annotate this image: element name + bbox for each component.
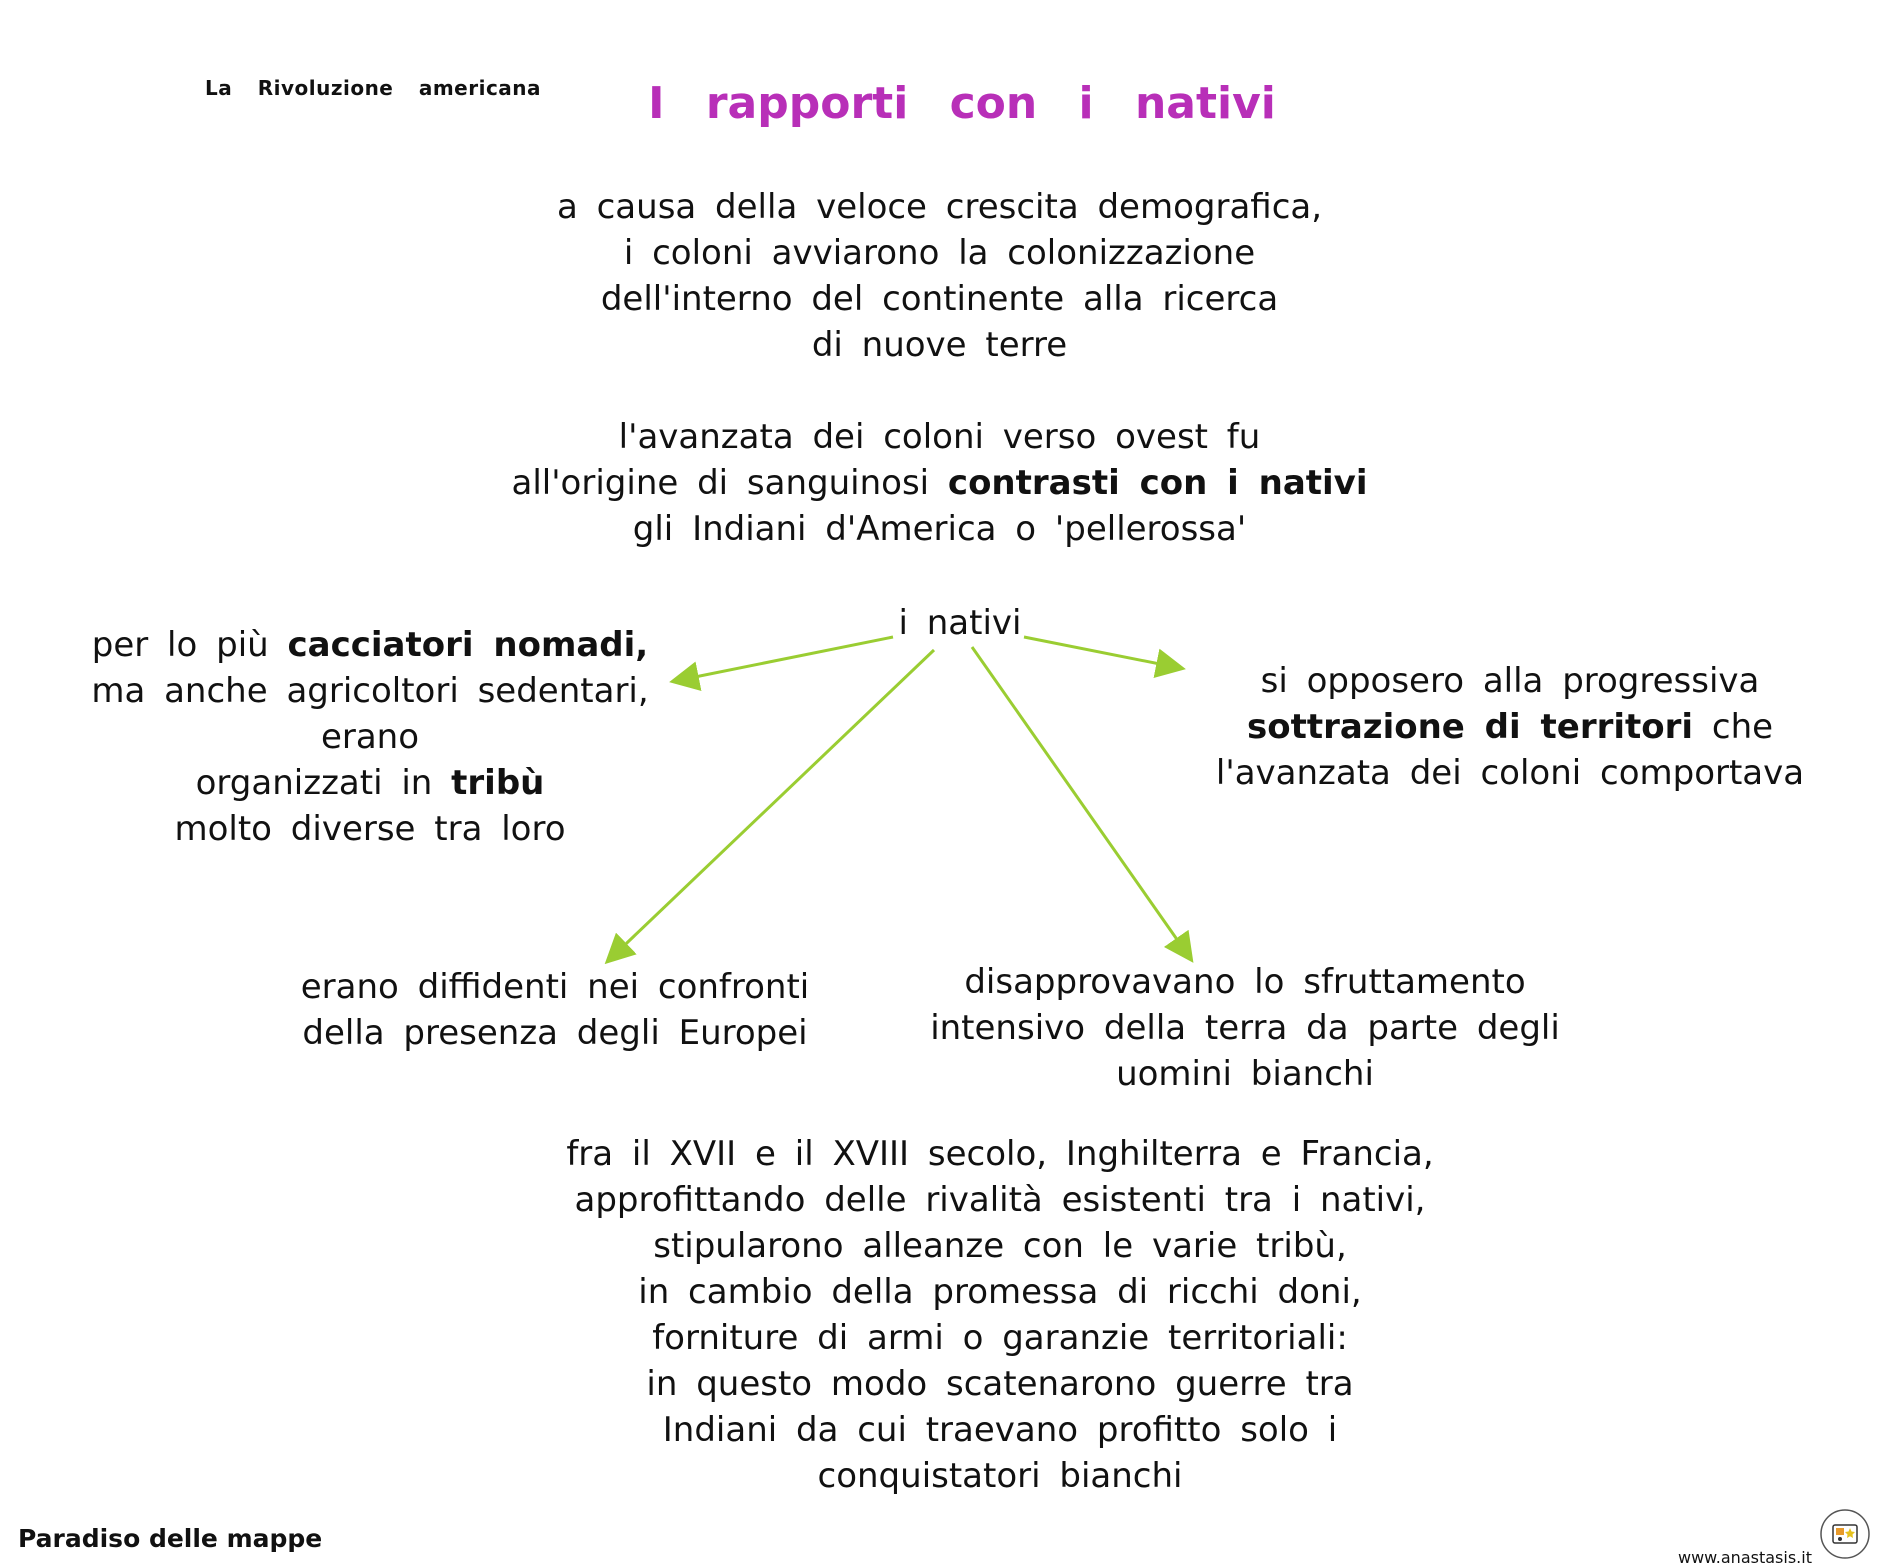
node-line: sottrazione di territori che	[1170, 704, 1850, 750]
node-line: della presenza degli Europei	[302, 1013, 808, 1053]
conflict-text: l'avanzata dei coloni verso ovest fu all…	[0, 414, 1879, 552]
node-line: erano	[320, 717, 420, 757]
alliances-line: approfittando delle rivalità esistenti t…	[574, 1180, 1426, 1220]
intro-line: dell'interno del continente alla ricerca	[600, 279, 1279, 319]
node-text: per lo più	[91, 625, 288, 665]
intro-line: a causa della veloce crescita demografic…	[556, 187, 1323, 227]
node-disapproved-exploitation: disapprovavano lo sfruttamento intensivo…	[905, 959, 1585, 1097]
node-emphasis: sottrazione di territori	[1246, 707, 1694, 747]
conflict-emphasis: contrasti con i nativi	[947, 463, 1368, 503]
footer-brand: Paradiso delle mappe	[18, 1524, 323, 1553]
footer-website: www.anastasis.it	[1678, 1548, 1812, 1567]
node-hunters-nomads: per lo più cacciatori nomadi, ma anche a…	[40, 622, 700, 852]
arrow-to-left-node	[669, 635, 894, 691]
arrow-to-right-node	[1023, 635, 1186, 679]
subject-label: La Rivoluzione americana	[205, 76, 542, 100]
arrow-to-bottom-left-node	[604, 648, 936, 965]
arrow-to-bottom-right-node	[970, 646, 1194, 963]
intro-line: di nuove terre	[811, 325, 1068, 365]
alliances-line: forniture di armi o garanzie territorial…	[652, 1318, 1348, 1358]
alliances-line: fra il XVII e il XVIII secolo, Inghilter…	[566, 1134, 1434, 1174]
page-title: I rapporti con i nativi	[648, 78, 1276, 129]
node-line: uomini bianchi	[1116, 1054, 1374, 1094]
conflict-plain: all'origine di sanguinosi	[511, 463, 948, 503]
node-emphasis: cacciatori nomadi,	[287, 625, 649, 665]
supermappe-badge-icon	[1820, 1509, 1870, 1559]
alliances-line: in questo modo scatenarono guerre tra	[646, 1364, 1354, 1404]
alliances-line: conquistatori bianchi	[817, 1456, 1183, 1496]
conflict-line: l'avanzata dei coloni verso ovest fu	[618, 417, 1261, 457]
conflict-line: gli Indiani d'America o 'pellerossa'	[632, 509, 1247, 549]
node-opposed-land-loss: si opposero alla progressiva sottrazione…	[1170, 658, 1850, 796]
node-line: si opposero alla progressiva	[1260, 661, 1760, 701]
node-line: per lo più cacciatori nomadi,	[40, 622, 700, 668]
node-emphasis: tribù	[451, 763, 545, 803]
node-line: intensivo della terra da parte degli	[930, 1008, 1560, 1048]
node-line: ma anche agricoltori sedentari,	[91, 671, 649, 711]
node-line: erano diffidenti nei confronti	[300, 967, 810, 1007]
intro-line: i coloni avviarono la colonizzazione	[623, 233, 1256, 273]
node-distrustful-europeans: erano diffidenti nei confronti della pre…	[255, 964, 855, 1056]
node-line: l'avanzata dei coloni comportava	[1215, 753, 1805, 793]
node-line: disapprovavano lo sfruttamento	[964, 962, 1526, 1002]
node-line: organizzati in tribù	[40, 760, 700, 806]
alliances-text: fra il XVII e il XVIII secolo, Inghilter…	[500, 1131, 1500, 1499]
alliances-line: in cambio della promessa di ricchi doni,	[638, 1272, 1362, 1312]
conflict-line: all'origine di sanguinosi contrasti con …	[0, 460, 1879, 506]
center-node-nativi: i nativi	[898, 603, 1022, 643]
alliances-line: stipularono alleanze con le varie tribù,	[653, 1226, 1347, 1266]
node-text: organizzati in	[195, 763, 452, 803]
node-line: molto diverse tra loro	[174, 809, 566, 849]
node-text: che	[1693, 707, 1774, 747]
alliances-line: Indiani da cui traevano profitto solo i	[662, 1410, 1338, 1450]
intro-text: a causa della veloce crescita demografic…	[0, 184, 1879, 368]
